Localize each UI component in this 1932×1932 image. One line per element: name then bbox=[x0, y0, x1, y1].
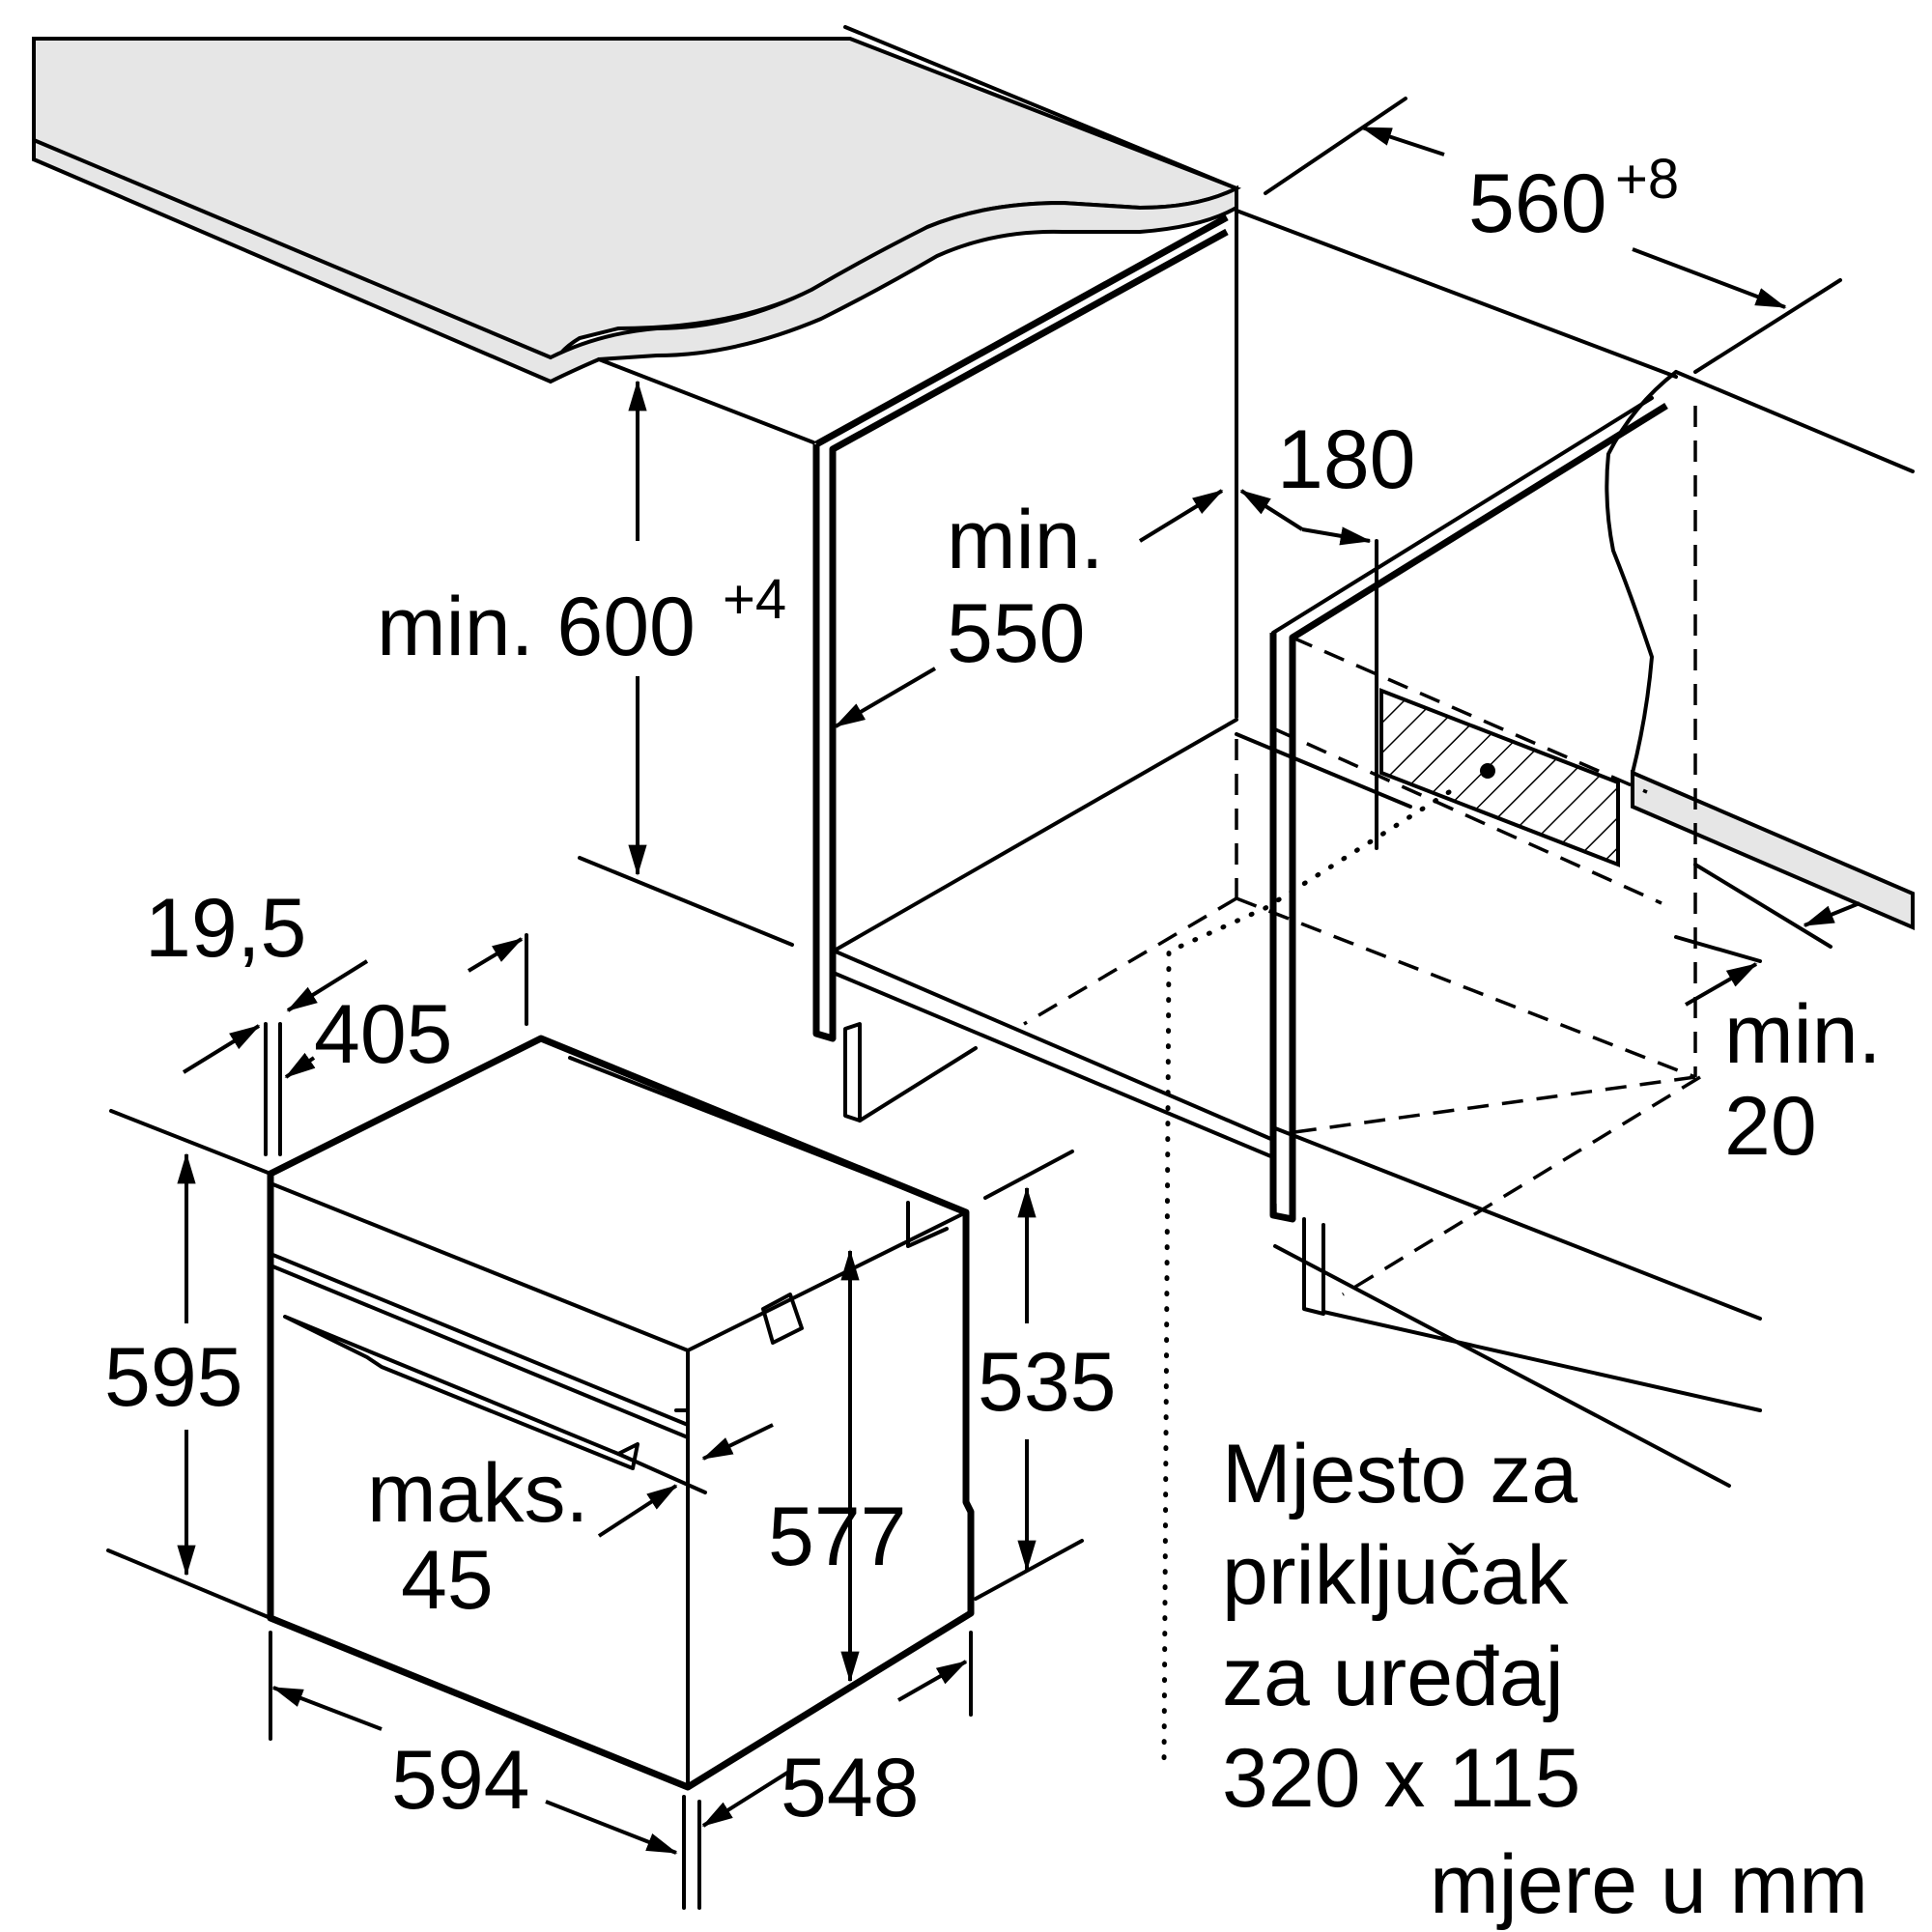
label-socket-offset: 180 bbox=[1277, 413, 1416, 506]
label-oven-width: 594 bbox=[391, 1734, 530, 1827]
label-max-value: 45 bbox=[401, 1534, 494, 1627]
dimension-labels: 560 +8 min. 600 +4 min. 550 180 min. 20 … bbox=[104, 148, 1881, 1834]
label-niche-depth-min: min. bbox=[947, 494, 1103, 586]
label-front-panel: 19,5 bbox=[145, 882, 306, 975]
label-niche-depth-value: 550 bbox=[947, 587, 1086, 680]
label-niche-height-tol: +4 bbox=[723, 568, 786, 631]
oven bbox=[267, 1035, 975, 1791]
label-rear-gap-min: min. bbox=[1724, 988, 1881, 1081]
label-niche-width: 560 bbox=[1468, 157, 1607, 250]
socket-area bbox=[1161, 688, 1620, 1766]
note-line-4: 320 x 115 bbox=[1222, 1732, 1580, 1825]
units-note: mjere u mm bbox=[1430, 1838, 1868, 1931]
note-line-2: priključak bbox=[1222, 1529, 1569, 1622]
note-line-1: Mjesto za bbox=[1222, 1428, 1577, 1520]
side-panel bbox=[1269, 370, 1762, 1412]
dimension-lines bbox=[106, 97, 1861, 1910]
label-niche-height: min. 600 bbox=[377, 581, 696, 673]
label-oven-height: 595 bbox=[104, 1331, 243, 1424]
note-line-3: za uređaj bbox=[1222, 1631, 1564, 1723]
connection-note: Mjesto za priključak za uređaj 320 x 115 bbox=[1222, 1428, 1580, 1825]
niche-cabinet bbox=[597, 186, 1915, 1488]
label-max: maks. bbox=[367, 1447, 588, 1540]
label-niche-width-tol: +8 bbox=[1615, 148, 1679, 211]
label-rear-gap-value: 20 bbox=[1724, 1080, 1817, 1173]
label-top-depth: 405 bbox=[314, 988, 453, 1081]
label-inner-height: 577 bbox=[768, 1491, 907, 1583]
hidden-edges bbox=[1023, 406, 1701, 1296]
label-oven-depth: 548 bbox=[781, 1742, 920, 1834]
label-body-height: 535 bbox=[978, 1336, 1117, 1429]
